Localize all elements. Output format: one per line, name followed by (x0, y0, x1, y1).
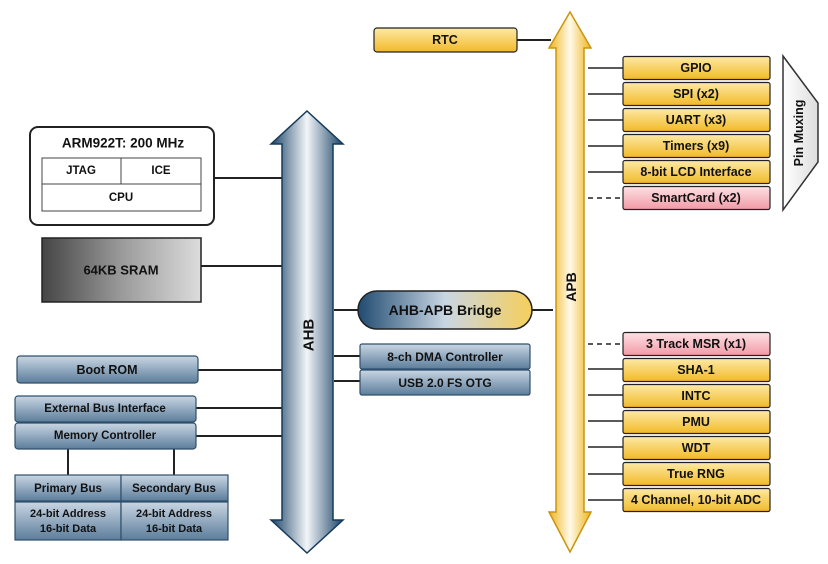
dma-controller-label: 8-ch DMA Controller (387, 350, 503, 364)
primary-bus-block: Primary Bus 24-bit Address 16-bit Data (14, 474, 122, 541)
peripheral-intc: INTC (622, 383, 771, 409)
jtag-box (41, 157, 122, 185)
apb-bus-arrow (547, 10, 593, 554)
secondary-bus-label: Secondary Bus (132, 483, 216, 495)
peripheral-uart-x3: UART (x3) (622, 107, 771, 133)
secondary-bus-block: Secondary Bus 24-bit Address 16-bit Data (120, 474, 229, 541)
peripheral-label: Timers (x9) (663, 139, 729, 153)
peripheral-box (622, 55, 771, 81)
cpu-block: ARM922T: 200 MHz JTAG ICE CPU (29, 126, 215, 226)
peripheral-box (622, 435, 771, 461)
sram-label: 64KB SRAM (83, 263, 158, 278)
peripheral-box (622, 487, 771, 513)
peripheral-label: PMU (682, 415, 710, 429)
peripheral-label: 8-bit LCD Interface (640, 165, 751, 179)
peripheral-label: GPIO (680, 61, 712, 75)
peripheral-box (622, 107, 771, 133)
boot-rom-label: Boot ROM (76, 363, 137, 377)
peripheral-gpio: GPIO (622, 55, 771, 81)
peripheral-label: 4 Channel, 10-bit ADC (631, 493, 761, 507)
peripheral-8-bit-lcd-interface: 8-bit LCD Interface (622, 159, 771, 185)
usb-otg-label: USB 2.0 FS OTG (398, 376, 491, 390)
primary-bus-detail-2: 16-bit Data (40, 523, 97, 535)
usb-otg-block: USB 2.0 FS OTG (359, 369, 531, 396)
ahb-apb-bridge-label: AHB-APB Bridge (389, 302, 502, 318)
cpu-title: ARM922T: 200 MHz (62, 136, 185, 151)
peripheral-box (622, 461, 771, 487)
peripheral-label: WDT (682, 441, 711, 455)
peripheral-label: SmartCard (x2) (651, 191, 741, 205)
jtag-label: JTAG (66, 165, 96, 177)
peripheral-true-rng: True RNG (622, 461, 771, 487)
peripheral-box (622, 159, 771, 185)
peripheral-label: SPI (x2) (673, 87, 719, 101)
ebi-label: External Bus Interface (44, 403, 165, 415)
ice-label: ICE (151, 165, 171, 177)
secondary-bus-detail-1: 24-bit Address (136, 508, 212, 520)
peripheral-wdt: WDT (622, 435, 771, 461)
peripheral-box (622, 383, 771, 409)
ice-box (120, 157, 202, 185)
pin-muxing-label: Pin Muxing (792, 100, 806, 167)
peripheral-label: INTC (681, 389, 710, 403)
rtc-label: RTC (432, 33, 458, 47)
ahb-bus-arrow (269, 109, 345, 555)
apb-bus: APB (547, 10, 593, 554)
dma-controller-block: 8-ch DMA Controller (359, 343, 531, 370)
sram-block: 64KB SRAM (41, 237, 202, 303)
ahb-bus: AHB (269, 109, 345, 555)
rtc-block: RTC (373, 27, 518, 53)
peripheral-box (622, 357, 771, 383)
primary-bus-label: Primary Bus (34, 483, 102, 495)
secondary-bus-detail-2: 16-bit Data (146, 523, 203, 535)
peripheral-pmu: PMU (622, 409, 771, 435)
primary-bus-detail-1: 24-bit Address (30, 508, 106, 520)
peripheral-spi-x2: SPI (x2) (622, 81, 771, 107)
peripheral-box (622, 185, 771, 211)
memory-controller-label: Memory Controller (54, 430, 157, 442)
peripheral-smartcard-x2: SmartCard (x2) (622, 185, 771, 211)
cpu-core-label: CPU (109, 192, 133, 204)
peripheral-label: True RNG (667, 467, 725, 481)
peripheral-label: 3 Track MSR (x1) (646, 337, 746, 351)
peripheral-box (622, 133, 771, 159)
peripheral-4-channel-10-bit-adc: 4 Channel, 10-bit ADC (622, 487, 771, 513)
pin-muxing-block: Pin Muxing (782, 53, 819, 213)
peripherals-top-group: GPIO SPI (x2) UART (x3) Timers (x9) 8-bit LC… (622, 55, 771, 211)
peripheral-3-track-msr-x1: 3 Track MSR (x1) (622, 331, 771, 357)
memory-controller-block: Memory Controller (14, 422, 197, 450)
peripheral-sha-1: SHA-1 (622, 357, 771, 383)
cpu-core-box (41, 183, 202, 212)
peripheral-box (622, 81, 771, 107)
peripheral-box (622, 409, 771, 435)
peripheral-label: UART (x3) (666, 113, 726, 127)
apb-label: APB (563, 272, 579, 302)
boot-rom-block: Boot ROM (16, 355, 199, 384)
peripheral-label: SHA-1 (677, 363, 715, 377)
peripheral-box (622, 331, 771, 357)
ebi-block: External Bus Interface (14, 395, 197, 423)
ahb-apb-bridge: AHB-APB Bridge (357, 290, 533, 330)
ahb-label: AHB (301, 319, 318, 352)
peripheral-timers-x9: Timers (x9) (622, 133, 771, 159)
